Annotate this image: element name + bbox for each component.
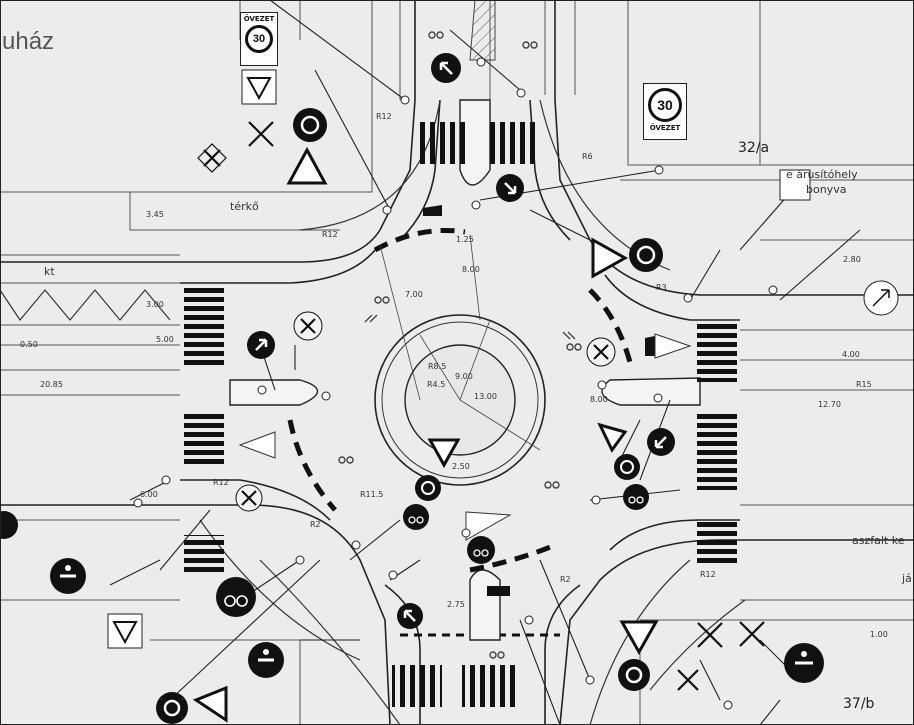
- zone-speed-ring: 30: [245, 25, 273, 53]
- x-marks: [197, 121, 765, 691]
- parcel-32a-label: 32/a: [738, 140, 770, 156]
- dimension-label: 8.00: [590, 395, 608, 404]
- radius-label: R4.5: [427, 380, 446, 389]
- yield-triangle-signs: [192, 146, 659, 723]
- radius-label: R11.5: [360, 490, 384, 499]
- zone-sign-text: ÖVEZET: [243, 15, 275, 23]
- store-label: uház: [2, 28, 55, 55]
- yield-lines: [287, 227, 635, 637]
- dimension-label: 20.85: [40, 380, 63, 389]
- dimension-label: 12.70: [818, 400, 841, 409]
- road-symbols: [338, 31, 582, 659]
- sidewalk-label: já: [902, 572, 912, 585]
- road-triangles: [238, 333, 692, 541]
- dimension-label: 2.75: [447, 600, 465, 609]
- roundabout-outer-ring: [374, 314, 546, 486]
- dimension-label: 9.00: [455, 372, 473, 381]
- radius-label: R12: [700, 570, 716, 579]
- building-label: bonyva: [806, 183, 847, 196]
- parcel-37b-label: 37/b: [843, 696, 875, 712]
- square-signs: [107, 69, 811, 649]
- radius-label: R15: [856, 380, 872, 389]
- zone-speed-value: 30: [657, 97, 673, 113]
- radius-label: R12: [376, 112, 392, 121]
- dimension-label: 0.50: [20, 340, 38, 349]
- dimension-label: 2.50: [452, 462, 470, 471]
- dimension-label: 6.00: [140, 490, 158, 499]
- dimension-label: 5.00: [156, 335, 174, 344]
- zigzag-marking: [0, 289, 171, 322]
- radius-label: R3: [656, 283, 667, 292]
- radius-label: R12: [213, 478, 229, 487]
- zone-speed-value: 30: [252, 33, 266, 45]
- dimension-label: 13.00: [474, 392, 497, 401]
- direction-arrow-signs: [247, 53, 675, 629]
- radius-label: R6: [582, 152, 593, 161]
- kt-label: kt: [44, 265, 55, 278]
- node-points: [133, 57, 778, 710]
- dimension-label: 3.45: [146, 210, 164, 219]
- paving-label: térkő: [230, 200, 259, 213]
- radius-label: R8.5: [428, 362, 447, 371]
- radius-label: R2: [560, 575, 571, 584]
- dimension-lines: [379, 234, 541, 451]
- speed-zone-sign-west: ÖVEZET 30: [240, 12, 278, 66]
- zone-sign-text: ÖVEZET: [649, 124, 681, 132]
- roundabout-signs: [156, 108, 663, 724]
- vendor-label: e árusítóhely: [786, 168, 858, 181]
- cycle-signs: [0, 484, 824, 683]
- dimension-label: 3.00: [146, 300, 164, 309]
- zone-speed-ring: 30: [648, 88, 682, 122]
- speed-zone-sign-east: 30 ÖVEZET: [643, 83, 687, 140]
- zebra-crossings: [184, 122, 737, 707]
- dimension-label: 7.00: [405, 290, 423, 299]
- north-arrow: [863, 280, 899, 316]
- yield-marks: [423, 205, 655, 596]
- dimension-label: 2.80: [843, 255, 861, 264]
- dimension-label: 8.00: [462, 265, 480, 274]
- asphalt-label: aszfalt ke: [852, 534, 905, 547]
- hatched-area: [469, 0, 496, 61]
- radius-label: R12: [322, 230, 338, 239]
- radius-label: R2: [310, 520, 321, 529]
- dimension-label: 1.00: [870, 630, 888, 639]
- roundabout-apron: [381, 321, 539, 479]
- dimension-label: 1.25: [456, 235, 474, 244]
- dimension-label: 4.00: [842, 350, 860, 359]
